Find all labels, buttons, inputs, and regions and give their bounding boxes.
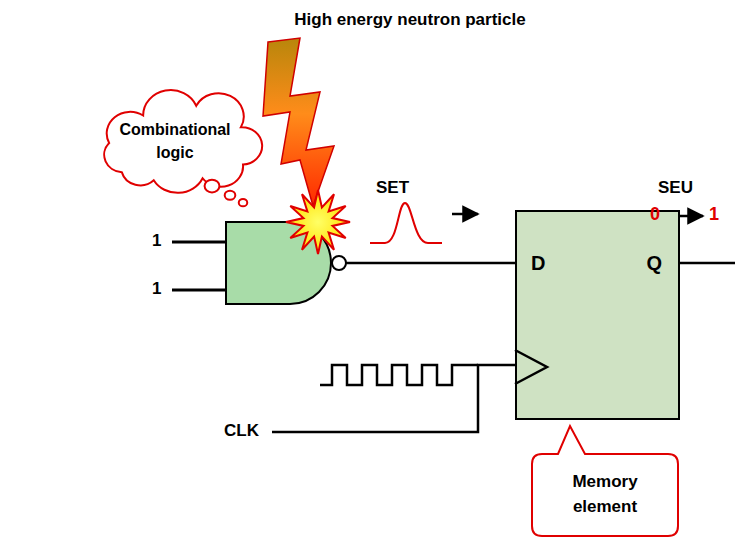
- flip-flop-box: DQ: [515, 210, 680, 420]
- neutron-bolt: [263, 38, 334, 206]
- impact-burst: [286, 190, 350, 254]
- node-text: Memory element: [555, 470, 655, 519]
- thought-bubble: [239, 199, 248, 206]
- logic-value: 1: [709, 204, 719, 225]
- signal-name: CLK: [224, 421, 259, 441]
- clock-input-triangle: [515, 348, 555, 398]
- propagation-arrow: [452, 213, 478, 216]
- set-pulse: [370, 203, 442, 243]
- node-text: D: [531, 252, 545, 275]
- signal-name: SET: [376, 178, 409, 198]
- callout-outline: [532, 426, 678, 536]
- thought-bubble: [225, 191, 236, 200]
- node-text: Q: [646, 252, 662, 275]
- memory-callout: Memory element: [530, 452, 680, 538]
- clock-input-triangle: [515, 350, 547, 384]
- clock-wire: [272, 365, 515, 432]
- clock-waveform: [320, 365, 478, 385]
- input-value: 1: [152, 231, 161, 251]
- input-wire: [172, 289, 226, 292]
- data-wire: [346, 262, 515, 265]
- node-text: Combinational logic: [115, 118, 235, 164]
- signal-name: SEU: [658, 178, 693, 198]
- input-wire: [172, 241, 226, 244]
- q-wire: [680, 262, 735, 265]
- cloud-outline: [104, 90, 262, 193]
- cloud-outline: [90, 92, 260, 190]
- cloud-callout: Combinational logic: [90, 92, 260, 190]
- input-value: 1: [152, 279, 161, 299]
- impact-burst: [286, 190, 350, 254]
- callout-outline: [530, 452, 680, 538]
- thought-bubble: [205, 180, 220, 193]
- inversion-bubble: [332, 256, 346, 270]
- annotation-title: High energy neutron particle: [285, 2, 535, 38]
- logic-value: 0: [650, 204, 660, 225]
